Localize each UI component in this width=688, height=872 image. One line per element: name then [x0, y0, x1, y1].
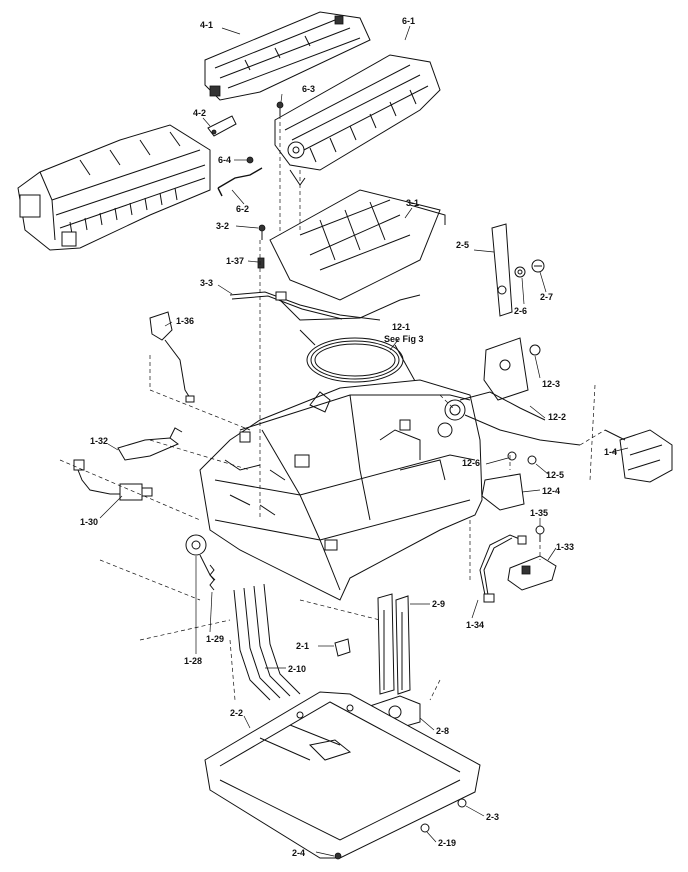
top-cover: [204, 11, 371, 101]
label-1-29: 1-29: [206, 634, 224, 644]
screw-2-19: [420, 823, 430, 833]
fuser-assembly: [17, 124, 211, 251]
drive-assembly-2-9: [377, 593, 411, 695]
label-6-3: 6-3: [302, 84, 315, 94]
label-1-34: 1-34: [466, 620, 484, 630]
spring-1-37: [257, 257, 265, 269]
label-1-28: 1-28: [184, 656, 202, 666]
paper-guide-assembly: [269, 189, 446, 301]
assembly-guide-lines: [59, 115, 606, 701]
screw-2-4: [334, 852, 342, 860]
label-6-1: 6-1: [402, 16, 415, 26]
label-2-8: 2-8: [436, 726, 449, 736]
screw-12-6: [507, 451, 517, 461]
screw-6-4: [246, 156, 254, 164]
label-1-32: 1-32: [90, 436, 108, 446]
label-12-5: 12-5: [546, 470, 564, 480]
label-2-5: 2-5: [456, 240, 469, 250]
latch-4-2: [207, 115, 237, 137]
label-2-3: 2-3: [486, 812, 499, 822]
label-12-6: 12-6: [462, 458, 480, 468]
label-12-4: 12-4: [542, 486, 560, 496]
label-1-33: 1-33: [556, 542, 574, 552]
label-4-1: 4-1: [200, 20, 213, 30]
part-labels: 4-1 6-1 6-3 4-2 6-4 6-2 3-2 3-1 1-37 3-3…: [80, 16, 617, 858]
main-frame-chassis: [199, 379, 483, 601]
screw-12-5: [527, 455, 537, 465]
spring-1-29: [209, 564, 215, 591]
lever-2-5: [491, 223, 513, 317]
cable-harness-3-3: [229, 291, 421, 321]
gear-1-28: [185, 534, 216, 581]
screw-2-7: [531, 259, 545, 273]
bracket-12-4: [481, 473, 525, 511]
label-2-9: 2-9: [432, 599, 445, 609]
sensor-1-36: [149, 311, 195, 403]
bracket-1-32: [117, 427, 183, 461]
label-2-10: 2-10: [288, 664, 306, 674]
label-1-4: 1-4: [604, 447, 617, 457]
label-1-30: 1-30: [80, 517, 98, 527]
label-6-2: 6-2: [236, 204, 249, 214]
label-2-1: 2-1: [296, 641, 309, 651]
washer-2-6: [514, 266, 526, 278]
label-1-35: 1-35: [530, 508, 548, 518]
label-12-3: 12-3: [542, 379, 560, 389]
screw-3-2: [258, 224, 266, 240]
solenoid-1-30: [73, 459, 153, 501]
flat-cables-2-10: [233, 583, 301, 701]
screw-12-3: [529, 344, 541, 356]
label-4-2: 4-2: [193, 108, 206, 118]
leader-lines: [99, 25, 629, 857]
screw-6-3: [276, 101, 284, 116]
part-1-4: [604, 429, 673, 483]
label-see-fig-3: See Fig 3: [384, 334, 424, 344]
switch-1-33: [507, 555, 557, 591]
label-2-7: 2-7: [540, 292, 553, 302]
label-12-1: 12-1: [392, 322, 410, 332]
label-6-4: 6-4: [218, 155, 231, 165]
label-3-3: 3-3: [200, 278, 213, 288]
link-6-2: [217, 167, 263, 197]
block-2-1: [334, 638, 351, 657]
label-2-6: 2-6: [514, 306, 527, 316]
base-plate-2-2: [204, 691, 481, 859]
label-2-4: 2-4: [292, 848, 305, 858]
label-3-1: 3-1: [406, 198, 419, 208]
screw-2-3: [457, 798, 467, 808]
label-1-36: 1-36: [176, 316, 194, 326]
label-1-37: 1-37: [226, 256, 244, 266]
label-3-2: 3-2: [216, 221, 229, 231]
upper-guide-assembly: [274, 54, 441, 186]
label-2-2: 2-2: [230, 708, 243, 718]
screw-1-35: [535, 525, 545, 542]
label-2-19: 2-19: [438, 838, 456, 848]
bracket-12-2: [459, 337, 546, 421]
cable-1-34: [479, 534, 527, 603]
label-12-2: 12-2: [548, 412, 566, 422]
